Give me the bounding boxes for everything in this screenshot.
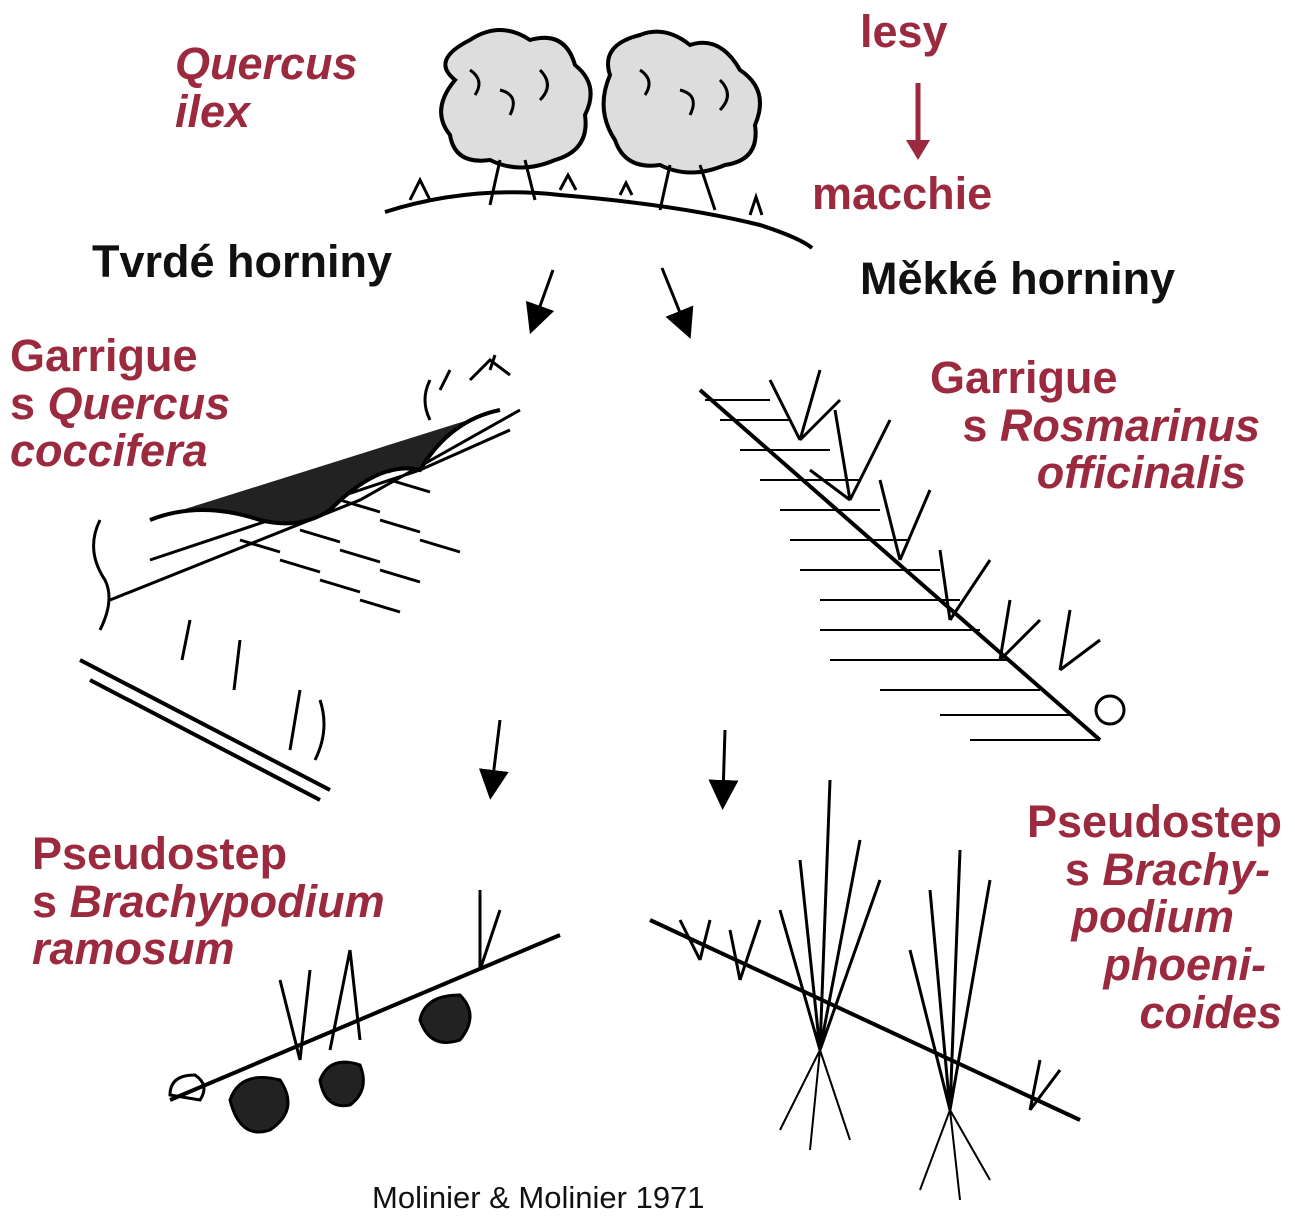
arrow-to-left-pseudostep xyxy=(492,720,500,785)
label-garrigue-rosmarinus: Garrigue s Rosmarinus officinalis xyxy=(930,354,1260,497)
label-lesy: lesy xyxy=(860,8,948,56)
label-quercus-ilex: Quercus ilex xyxy=(175,40,358,135)
arrow-to-right-garrigue xyxy=(662,268,685,325)
pseudostep-phoenicoides-drawing xyxy=(650,780,1080,1200)
citation: Molinier & Molinier 1971 xyxy=(372,1180,705,1216)
quercus-ilex-forest-drawing xyxy=(385,30,812,248)
arrow-to-left-garrigue xyxy=(535,270,553,320)
label-pseudostep-phoenicoides: Pseudostep s Brachy- podium phoeni- coid… xyxy=(1020,798,1282,1036)
arrow-to-right-pseudostep xyxy=(723,730,725,795)
label-tvrde-horniny: Tvrdé horniny xyxy=(92,238,392,286)
label-pseudostep-ramosum: Pseudostep s Brachypodium ramosum xyxy=(32,830,385,973)
label-garrigue-quercus-coccifera: Garrigue s Quercus coccifera xyxy=(10,332,230,475)
arrow-head-lesy-macchie xyxy=(906,140,930,160)
label-macchie: macchie xyxy=(812,170,992,218)
label-mekke-horniny: Měkké horniny xyxy=(860,255,1175,303)
